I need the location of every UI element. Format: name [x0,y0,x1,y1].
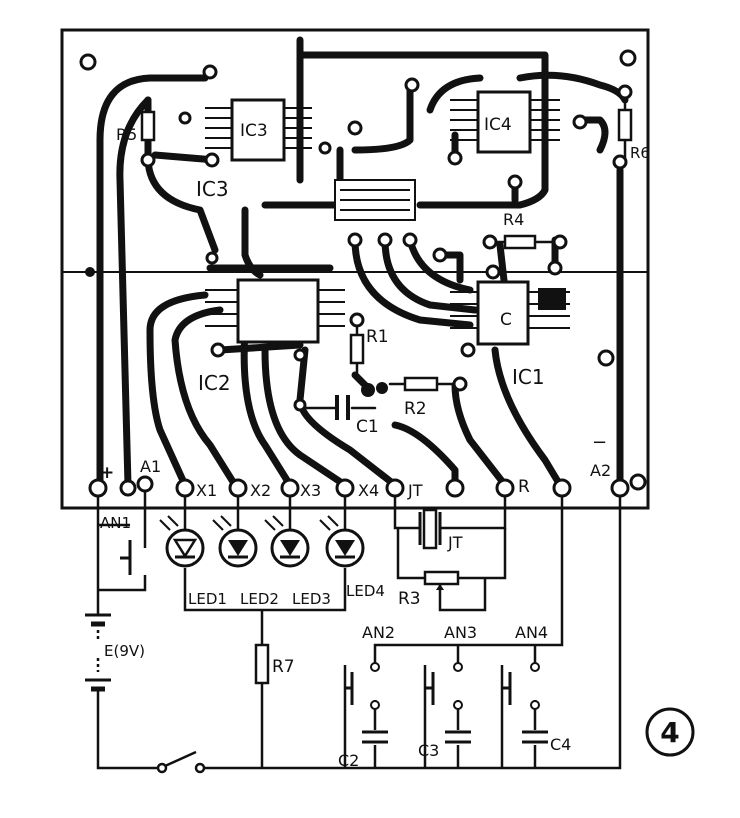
c2-label: C2 [338,751,359,770]
led-icon [159,515,205,568]
c4-label: C4 [550,735,571,754]
a1-label: A1 [140,457,161,476]
an1-label: AN1 [100,514,131,532]
an4-label: AN4 [515,623,548,642]
switch-icon [156,750,206,774]
ic1-label: IC1 [512,365,545,389]
an2-switch [345,662,380,710]
ic4-chip: IC4 [450,90,560,154]
led-icon [264,515,310,568]
led3-label: LED3 [292,590,331,608]
led-icon [319,515,365,568]
plus-label: + [100,463,114,483]
x4-label: X4 [358,481,379,500]
a2-label: A2 [590,461,611,480]
an3-switch [426,662,463,710]
r2-label: R2 [404,399,427,419]
ic3-body-label: IC3 [240,121,268,141]
ic1-chip: C [450,280,570,346]
c3-capacitor [445,730,471,744]
c3-label: C3 [418,741,439,760]
ic3-label: IC3 [196,177,229,201]
x1-label: X1 [196,481,217,500]
ic2-chip [205,278,345,344]
r6-resistor [617,90,633,162]
led1-label: LED1 [188,590,227,608]
r7-resistor [254,643,270,685]
battery-label: E(9V) [104,642,145,660]
figure-number: 4 [660,716,679,749]
c-body-label: C [500,310,512,330]
an3-label: AN3 [444,623,477,642]
r1-label: R1 [366,327,389,347]
c1-label: C1 [356,417,379,437]
c4-capacitor [522,730,548,744]
r4-resistor [488,234,562,250]
figure-number-badge: 4 [645,707,695,757]
led-icon [212,515,258,568]
r-terminal-label: R [518,477,530,497]
ic3-chip: IC3 [205,98,312,162]
r3-label: R3 [398,589,421,609]
battery-icon [85,613,111,692]
r5-label: R5 [116,125,137,144]
mounting-holes [79,49,637,367]
x2-label: X2 [250,481,271,500]
external-wiring [96,492,622,770]
r5-resistor [140,96,156,160]
r2-resistor [388,376,462,392]
component-labels: IC3 IC2 IC1 R5 R6 R4 R1 R2 C1 + A1 X1 X2… [100,125,650,770]
c2-capacitor [362,730,388,744]
pushbutton-icon [120,540,132,575]
crystal-icon [418,508,442,550]
board-pads [140,64,633,412]
r3-potentiometer [423,570,460,590]
an2-label: AN2 [362,623,395,642]
led4-label: LED4 [346,582,385,600]
r7-label: R7 [272,657,295,677]
center-connector [334,179,416,221]
c1-capacitor [298,382,388,420]
minus-label: − [592,432,607,453]
an4-switch [503,662,540,710]
led2-label: LED2 [240,590,279,608]
jt1-label: JT [407,481,423,500]
jt2-label: JT [447,533,463,552]
r4-label: R4 [503,210,524,229]
r1-resistor [349,318,365,382]
r6-label: R6 [630,144,650,162]
x3-label: X3 [300,481,321,500]
ic4-body-label: IC4 [484,115,512,135]
ic2-label: IC2 [198,371,231,395]
